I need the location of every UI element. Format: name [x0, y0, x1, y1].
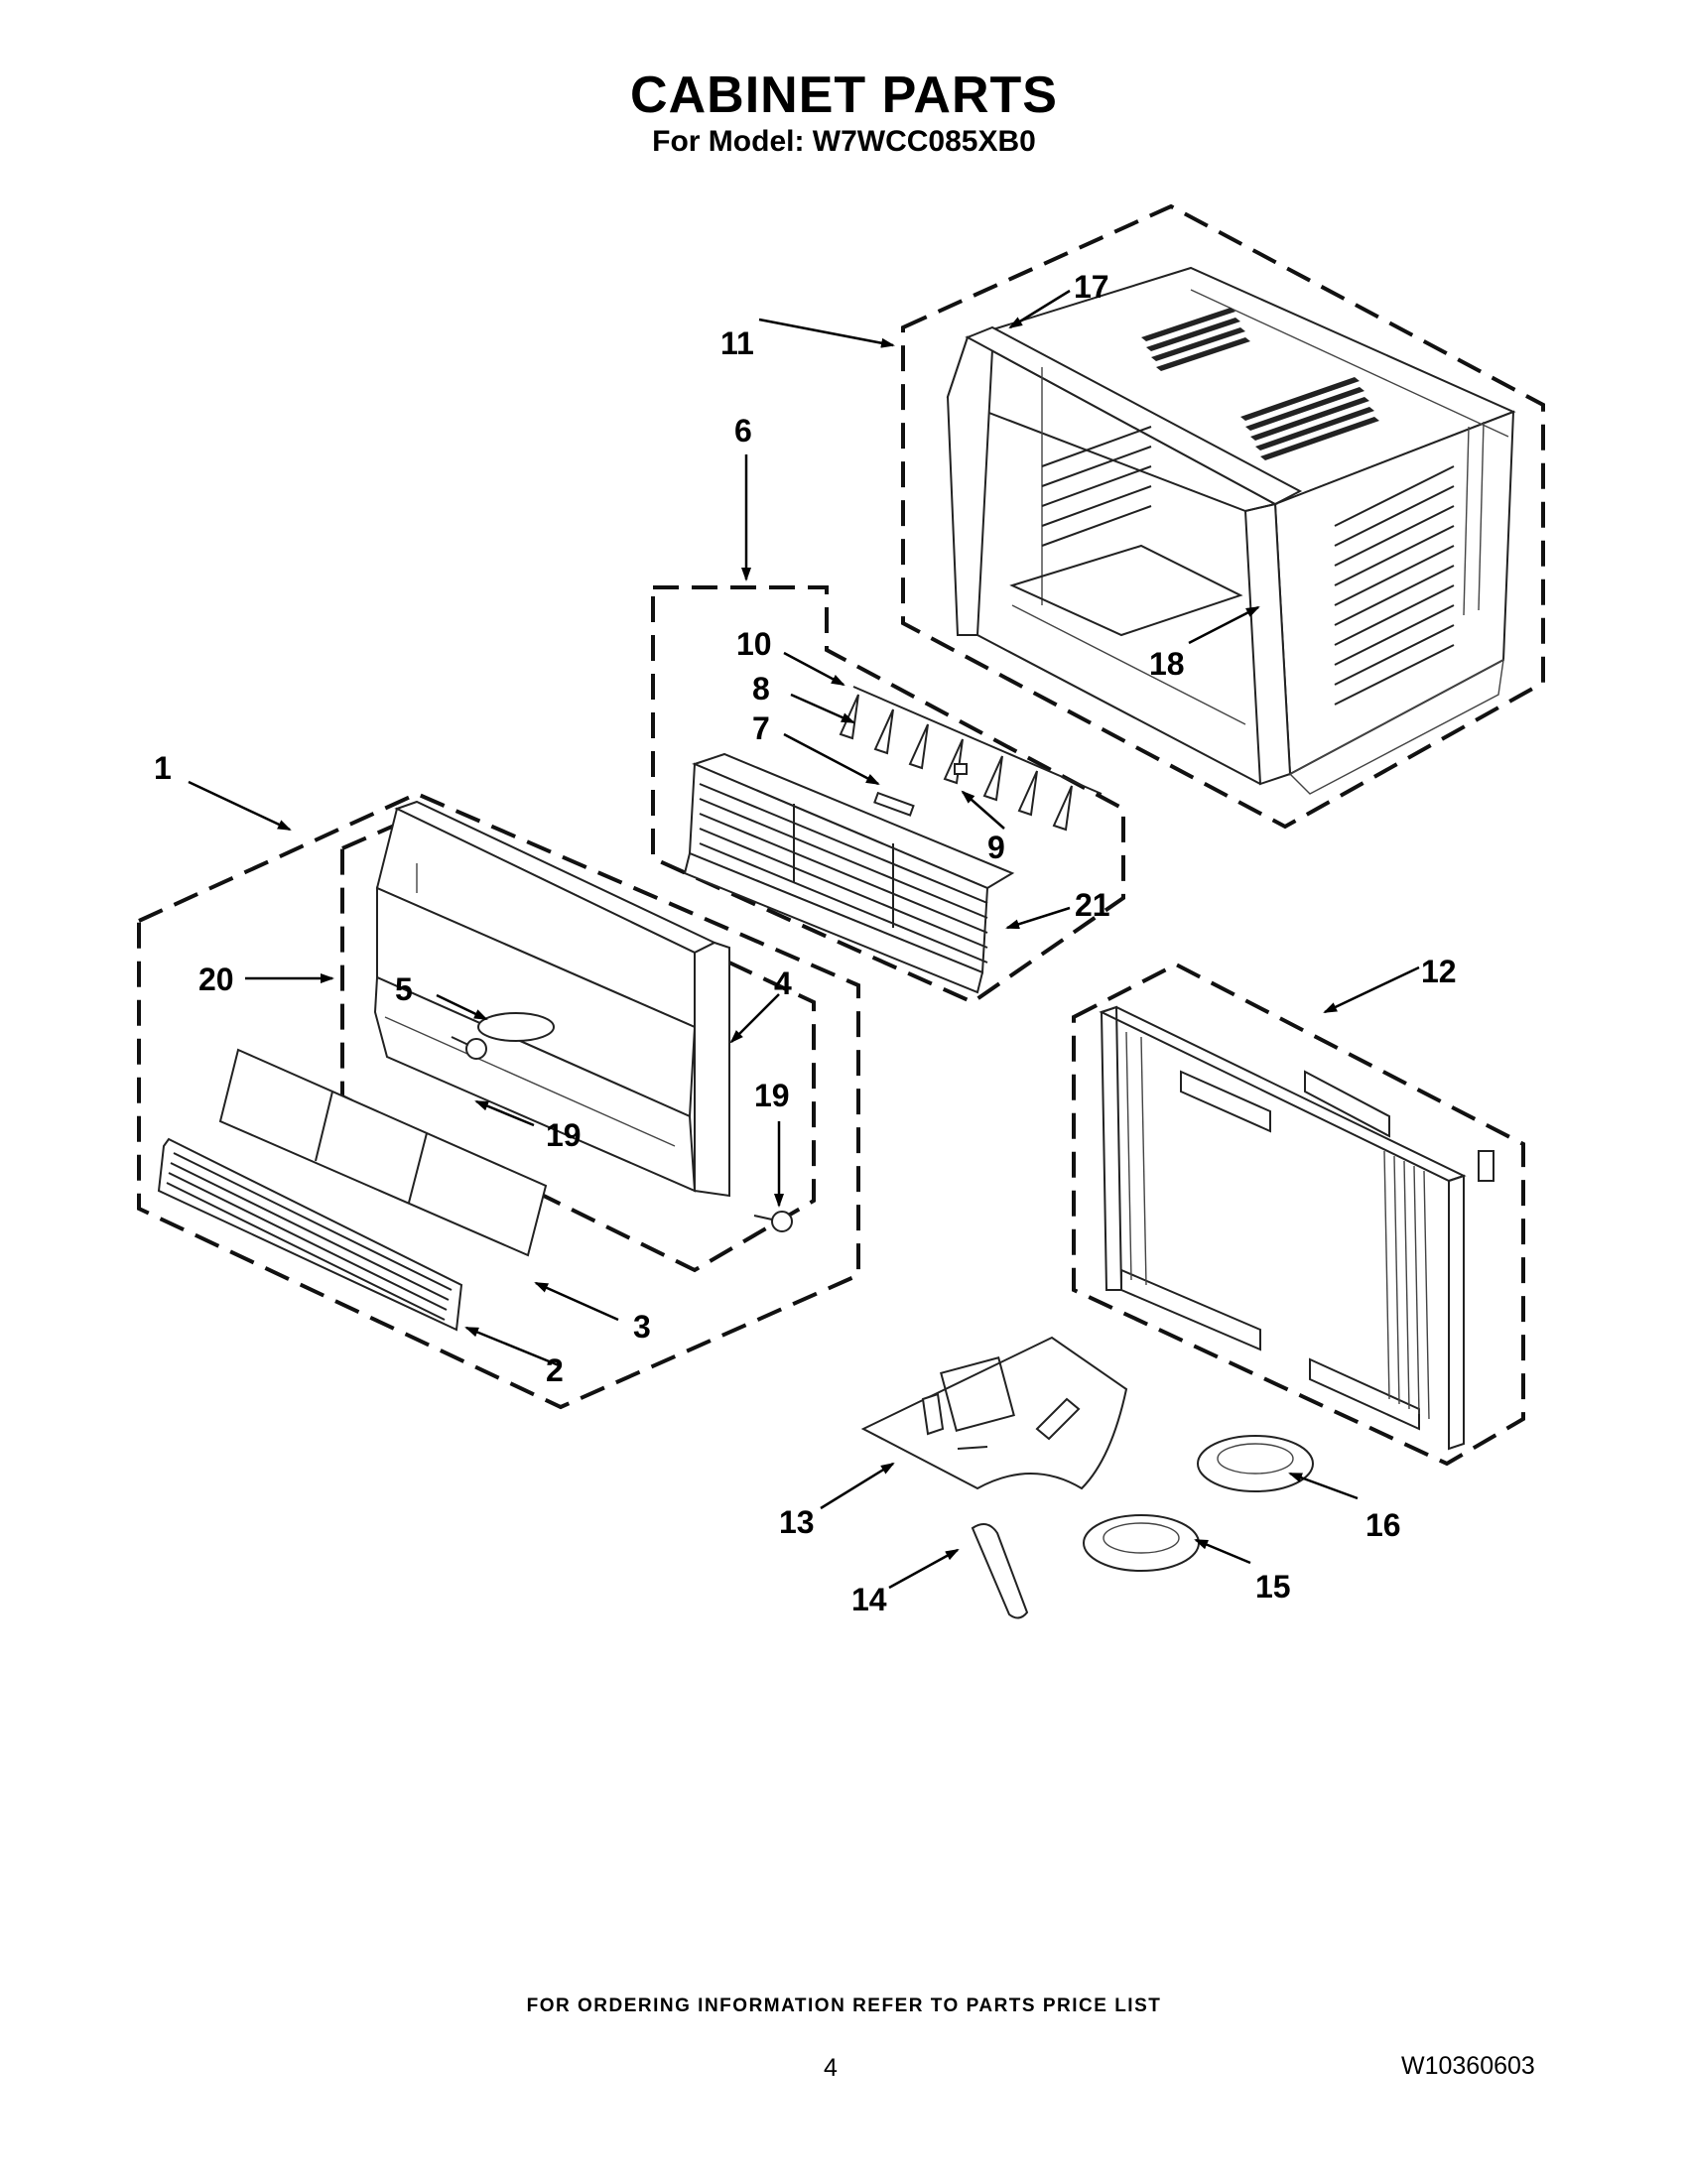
callout-16: 16 [1365, 1507, 1401, 1543]
front-panel-part [373, 800, 730, 1198]
cabinet-wrapper-part [946, 266, 1516, 795]
vane-set-part [839, 686, 1103, 832]
hardware-kit-part [860, 1336, 1128, 1490]
callout-18: 18 [1149, 646, 1185, 682]
callout-11: 11 [720, 325, 754, 361]
louver-assembly-part [683, 752, 1015, 994]
callout-8: 8 [752, 671, 770, 707]
callout-5: 5 [395, 971, 413, 1007]
callout-10: 10 [736, 626, 772, 662]
callout-21: 21 [1075, 887, 1110, 923]
callout-15: 15 [1255, 1569, 1291, 1605]
cabinet-top-grille-vents [1141, 308, 1379, 460]
intake-grille-part [157, 1137, 463, 1332]
ordering-note: FOR ORDERING INFORMATION REFER TO PARTS … [526, 1995, 1162, 2016]
callout-7: 7 [752, 710, 770, 746]
callout-12: 12 [1421, 954, 1457, 989]
model-subtitle: For Model: W7WCC085XB0 [652, 125, 1036, 158]
window-frame-part [1099, 1005, 1494, 1451]
screw-parts [451, 1036, 793, 1232]
foam-seal-part-15 [1083, 1514, 1200, 1572]
callout-19-side: 19 [754, 1078, 790, 1113]
window-kit-group-outline [1072, 962, 1525, 1467]
filter-part [218, 1048, 548, 1257]
callout-1: 1 [154, 750, 172, 786]
callout-6: 6 [734, 413, 752, 449]
callout-arrows [188, 289, 1420, 1590]
foam-seal-part-16 [1197, 1435, 1314, 1492]
drain-part [971, 1523, 1029, 1619]
callout-3: 3 [633, 1309, 651, 1345]
callout-20: 20 [198, 962, 234, 997]
callout-9: 9 [987, 830, 1005, 865]
callout-19-front: 19 [546, 1117, 582, 1153]
callout-2: 2 [546, 1352, 564, 1388]
callout-17: 17 [1074, 269, 1109, 305]
callout-13: 13 [779, 1504, 815, 1540]
page-number: 4 [824, 2054, 838, 2082]
callout-4: 4 [774, 965, 792, 1001]
front-group-outline [137, 791, 860, 1410]
cabinet-side-louvers [1041, 426, 1455, 706]
page-title: CABINET PARTS [630, 66, 1058, 124]
cabinet-group-outline [901, 203, 1545, 830]
document-id: W10360603 [1401, 2052, 1535, 2080]
callout-14: 14 [851, 1582, 887, 1617]
